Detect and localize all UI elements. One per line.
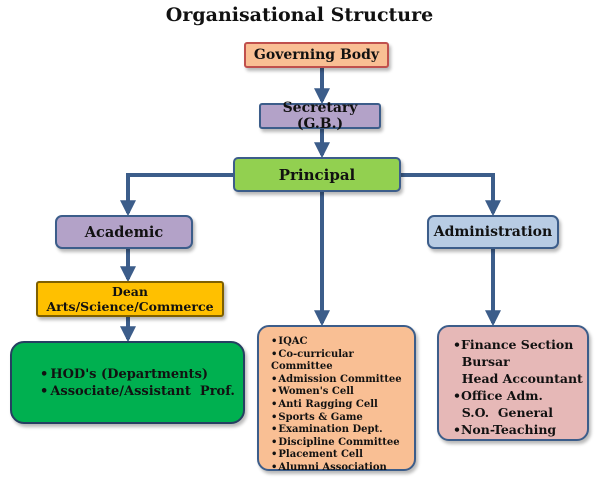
committee-item: IQAC — [271, 336, 414, 349]
academic-label: Academic — [84, 223, 164, 241]
principal-box: Principal — [233, 157, 401, 192]
hod-box: HOD's (Departments) Associate/Assistant … — [10, 341, 245, 424]
committee-item: Alumni Association — [271, 462, 414, 475]
admin-section-item: •Non-Teaching — [453, 422, 557, 437]
governing-body-label: Governing Body — [253, 47, 380, 63]
dean-box: Dean Arts/Science/Commerce — [36, 281, 224, 317]
hod-list: HOD's (Departments) Associate/Assistant … — [40, 366, 235, 400]
admin-section-item: S.O. General — [453, 405, 553, 420]
hod-list-item: Associate/Assistant Prof. — [40, 383, 235, 400]
committee-item: Placement Cell — [271, 449, 414, 462]
admin-sections-box: •Finance Section Bursar Head Accountant … — [437, 325, 589, 441]
administration-box: Administration — [427, 215, 559, 249]
committee-item: Discipline Committee — [271, 437, 414, 450]
secretary-label: Secretary (G.B.) — [282, 100, 358, 132]
connector-principal-admin — [401, 173, 501, 217]
governing-body-box: Governing Body — [244, 42, 389, 68]
hod-list-item: HOD's (Departments) — [40, 366, 235, 383]
admin-sections-list: •Finance Section Bursar Head Accountant … — [453, 336, 583, 438]
admin-section-item: Bursar — [453, 354, 510, 369]
committee-item: Anti Ragging Cell — [271, 399, 414, 412]
principal-label: Principal — [278, 165, 356, 184]
committee-item: Examination Dept. — [271, 424, 414, 437]
connector-principal-academic — [120, 173, 233, 217]
admin-section-item: •Office Adm. — [453, 388, 543, 403]
committees-box: IQAC Co-curricular Committee Admission C… — [257, 325, 416, 473]
secretary-box: Secretary (G.B.) — [259, 100, 381, 132]
page-title: Organisational Structure — [165, 4, 434, 26]
committee-item: Sports & Game — [271, 412, 414, 425]
committee-item: Co-curricular Committee — [271, 349, 414, 374]
committee-item: Women's Cell — [271, 386, 414, 399]
dean-faculties-label: Arts/Science/Commerce — [46, 299, 214, 314]
dean-label: Dean — [112, 284, 148, 299]
committee-item: Admission Committee — [271, 374, 414, 387]
administration-label: Administration — [433, 224, 553, 240]
admin-section-item: •Finance Section — [453, 337, 574, 352]
academic-box: Academic — [55, 215, 193, 249]
admin-section-item: Head Accountant — [453, 371, 583, 386]
committees-list: IQAC Co-curricular Committee Admission C… — [271, 336, 414, 475]
